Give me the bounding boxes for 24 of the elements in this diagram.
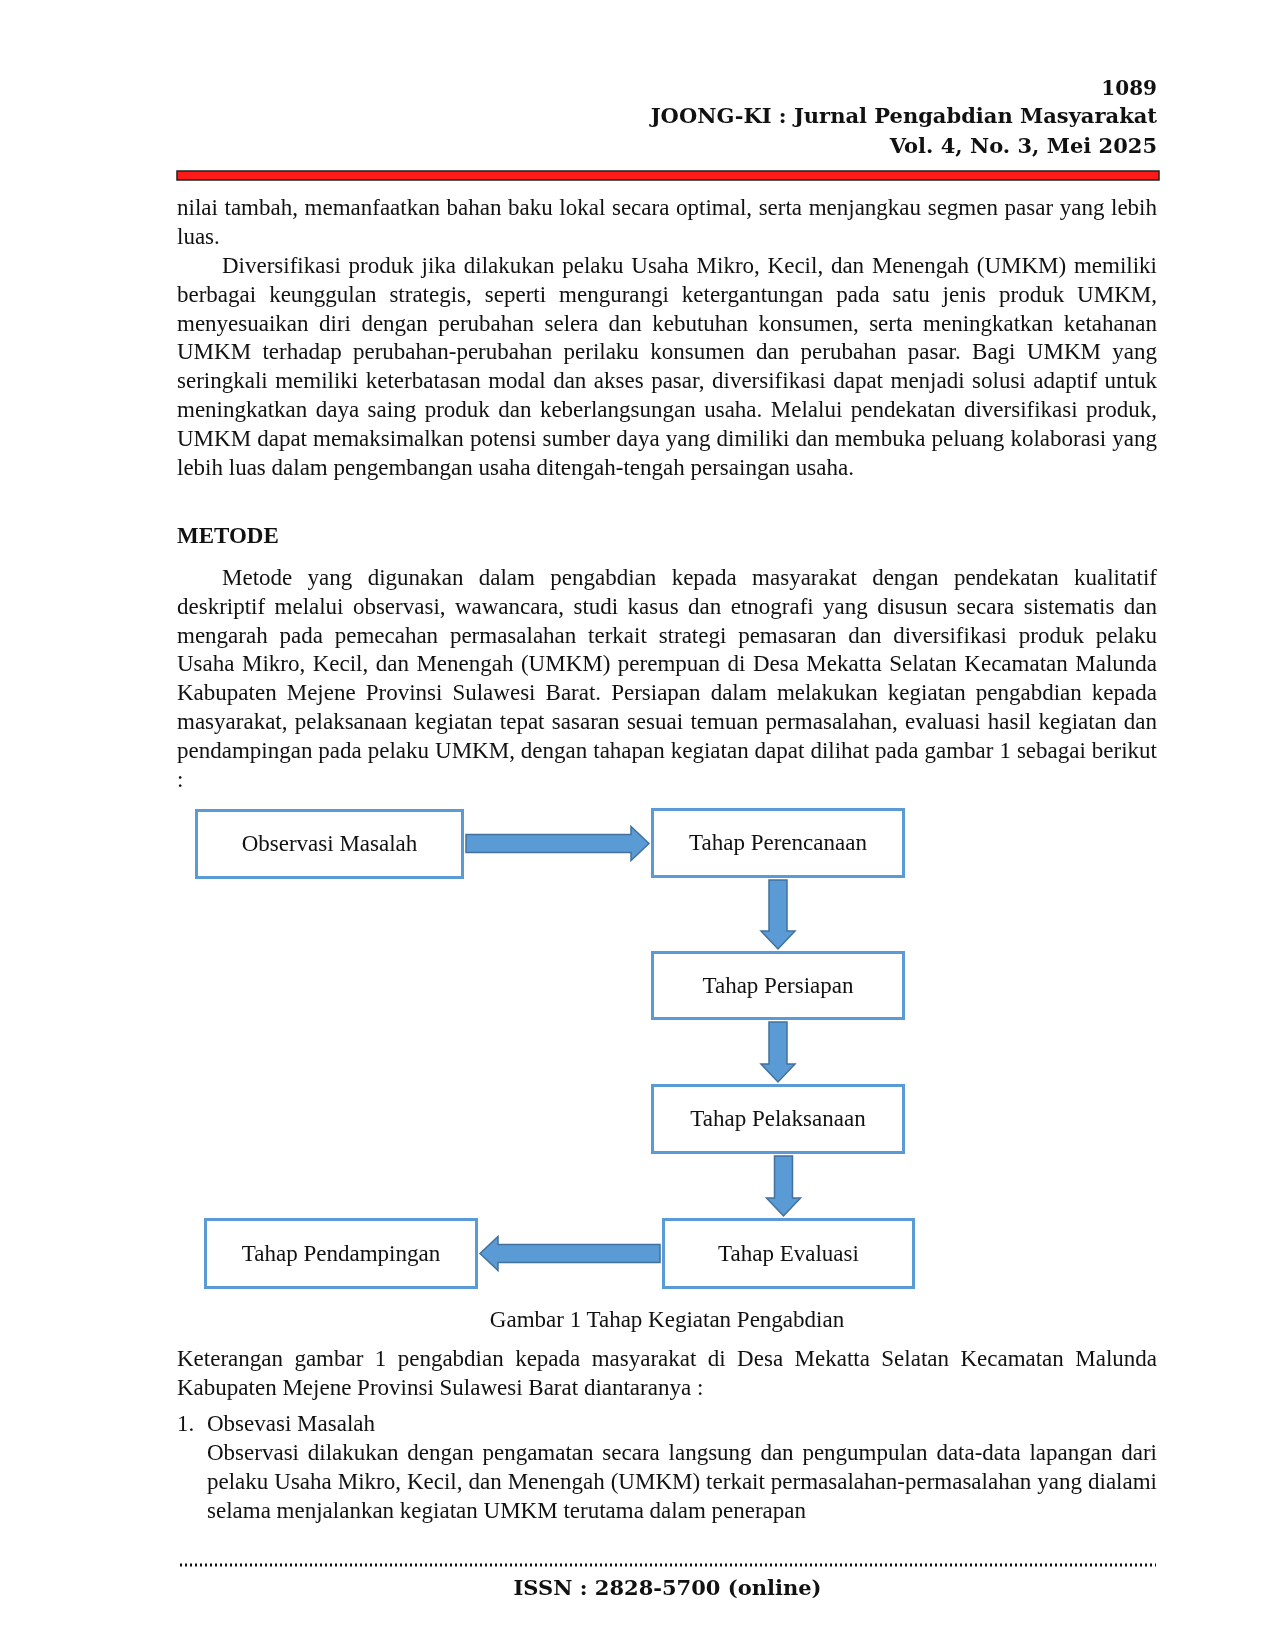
process-box: Tahap Perencanaan bbox=[651, 808, 905, 878]
process-box: Tahap Pendampingan bbox=[204, 1218, 478, 1289]
arrow bbox=[764, 1155, 803, 1218]
paragraph: Keterangan gambar 1 pengabdian kepada masyarakat di Desa Mekatta Selatan Kecamatan Malunda Kabupaten Mejene Provinsi Sulawesi Barat diantaranya : bbox=[177, 1345, 1157, 1402]
paragraph: nilai tambah, memanfaatkan bahan baku lokal secara optimal, serta menjangkau segmen pasar yang lebih luas. bbox=[177, 194, 1157, 251]
list-number: 1. bbox=[177, 1410, 196, 1438]
figure-caption: Gambar 1 Tahap Kegiatan Pengabdian bbox=[488, 1306, 846, 1334]
paragraph: Observasi dilakukan dengan pengamatan secara langsung dan pengumpulan data-data lapangan dari pelaku Usaha Mikro, Kecil, dan Menengah (UMKM) terkait permasalahan-permasalahan yang dialami selama menjalankan kegiatan UMKM terutama dalam penerapan bbox=[207, 1439, 1157, 1525]
process-box: Tahap Persiapan bbox=[651, 951, 905, 1020]
journal-title: JOONG-KI : Jurnal Pengabdian Masyarakat bbox=[648, 102, 1157, 130]
paragraph: Metode yang digunakan dalam pengabdian kepada masyarakat dengan pendekatan kualitatif deskriptif melalui observasi, wawancara, studi kasus dan etnografi yang disusun secara sistematis dan mengarah pada pemecahan permasalahan terkait strategi pemasaran dan diversifikasi produk pelaku Usaha Mikro, Kecil, dan Menengah (UMKM) perempuan di Desa Mekatta Selatan Kecamatan Malunda Kabupaten Mejene Provinsi Sulawesi Barat. Persiapan dalam melakukan kegiatan pengabdian kepada masyarakat, pelaksanaan kegiatan tepat sasaran sesuai temuan permasalahan, evaluasi hasil kegiatan dan pendampingan pada pelaku UMKM, dengan tahapan kegiatan dapat dilihat pada gambar 1 sebagai berikut : bbox=[177, 564, 1157, 794]
list-item-heading: Obsevasi Masalah bbox=[207, 1410, 376, 1438]
paragraph: Diversifikasi produk jika dilakukan pelaku Usaha Mikro, Kecil, dan Menengah (UMKM) memiliki berbagai keunggulan strategis, seperti mengurangi ketergantungan pada satu jenis produk UMKM, menyesuaikan diri dengan perubahan selera dan kebutuhan konsumen, serta meningkatkan ketahanan UMKM terhadap perubahan-perubahan perilaku konsumen dan perubahan pasar. Bagi UMKM yang seringkali memiliki keterbatasan modal dan akses pasar, diversifikasi dapat menjadi solusi adaptif untuk meningkatkan daya saing produk dan keberlangsungan usaha. Melalui pendekatan diversifikasi produk, UMKM dapat memaksimalkan potensi sumber daya yang dimiliki dan membuka peluang kolaborasi yang lebih luas dalam pengembangan usaha ditengah-tengah persaingan usaha. bbox=[177, 252, 1157, 482]
arrow bbox=[465, 824, 651, 863]
journal-issue: Vol. 4, No. 3, Mei 2025 bbox=[888, 132, 1157, 160]
process-box: Tahap Pelaksanaan bbox=[651, 1084, 905, 1154]
arrow bbox=[478, 1234, 661, 1273]
arrow bbox=[759, 1021, 797, 1084]
process-box: Tahap Evaluasi bbox=[662, 1218, 915, 1289]
section-heading: METODE bbox=[177, 522, 280, 550]
issn-footer: ISSN : 2828-5700 (online) bbox=[380, 1574, 955, 1603]
process-box: Observasi Masalah bbox=[195, 809, 464, 879]
page-number: 1089 bbox=[1100, 75, 1157, 102]
arrow bbox=[759, 879, 797, 951]
